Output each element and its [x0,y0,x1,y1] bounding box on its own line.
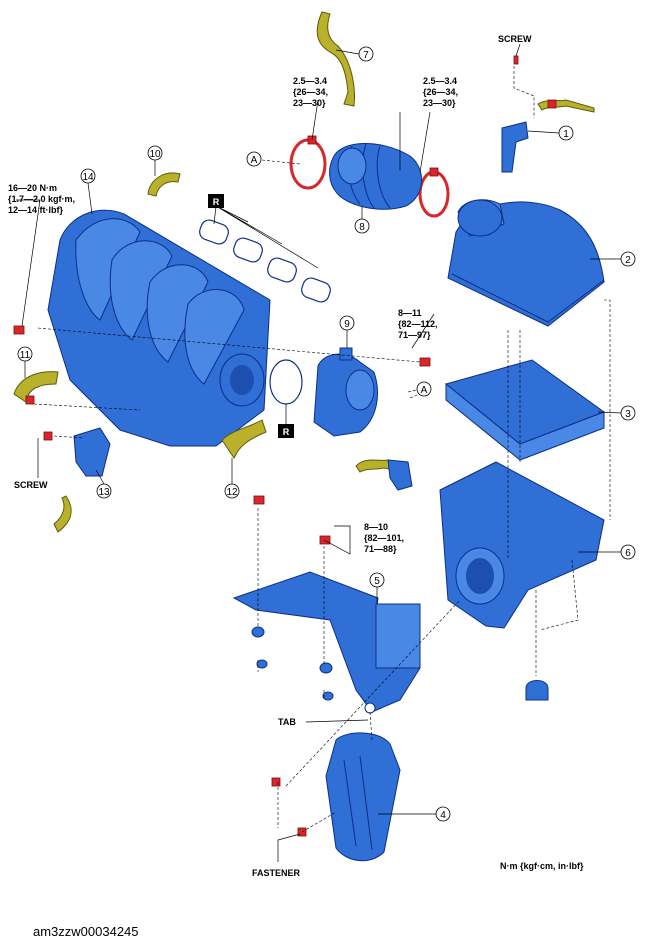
intake-manifold-14 [47,209,271,447]
svg-text:{1.7—2.0 kgf·m,: {1.7—2.0 kgf·m, [8,194,75,204]
bolts [13,325,431,545]
callout-7-text: 7 [363,50,369,61]
svg-text:12—14 ft·lbf}: 12—14 ft·lbf} [8,205,64,215]
clamp-left [289,135,327,190]
callout-6: 6 [578,544,636,560]
air-duct-5 [232,571,421,714]
svg-text:2.5—3.4: 2.5—3.4 [293,76,327,86]
callout-4-text: 4 [440,810,446,821]
sensor-13 [43,427,111,533]
label-screw-left: SCREW [14,480,48,490]
callout-11-text: 11 [20,350,31,361]
callout-12: 12 [224,458,240,499]
svg-text:71—97}: 71—97} [398,330,431,340]
air-cleaner-case-6 [439,461,605,701]
callout-9: 9 [339,315,355,348]
callout-5: 5 [369,572,385,604]
callout-8-text: 8 [359,222,365,233]
callout-9-text: 9 [344,319,350,330]
callout-13-text: 13 [98,487,110,498]
callout-11: 11 [17,346,33,378]
harness-connector [355,459,413,491]
resonator-4 [325,732,401,862]
callout-14-text: 14 [82,172,94,183]
callout-5-text: 5 [374,576,380,587]
manifold-gaskets [199,219,331,405]
air-cleaner-cover-2 [447,199,605,327]
svg-text:8—11: 8—11 [398,308,422,318]
callout-10: 10 [147,145,163,176]
callout-2-text: 2 [625,255,631,266]
callout-14: 14 [80,168,96,215]
callout-8: 8 [354,206,370,234]
torque-spec-3: 16—20 N·m {1.7—2.0 kgf·m, 12—14 ft·lbf} [8,183,75,215]
svg-text:2.5—3.4: 2.5—3.4 [423,76,457,86]
callout-13: 13 [95,469,112,499]
torque-spec-2: 2.5—3.4 {26—34, 23—30} [423,76,458,108]
ref-a-right: A [416,381,432,397]
ref-a-left: A [246,151,262,167]
hose-12 [221,419,267,460]
svg-text:23—30}: 23—30} [423,98,456,108]
svg-text:{82—112,: {82—112, [398,319,438,329]
callout-2: 2 [590,251,636,267]
callout-1: 1 [527,125,574,141]
svg-text:{26—34,: {26—34, [423,87,458,97]
label-tab: TAB [278,717,296,727]
svg-text:A: A [251,155,258,166]
label-fastener: FASTENER [252,868,301,878]
svg-text:{82—101,: {82—101, [364,533,404,543]
svg-text:8—10: 8—10 [364,522,388,532]
label-screw-top: SCREW [498,34,532,44]
svg-text:A: A [421,385,428,396]
callout-4: 4 [378,806,451,822]
clamp-right [418,167,450,218]
replace-badge-top: R [208,194,224,208]
callout-3: 3 [597,405,636,421]
callout-10-text: 10 [149,149,161,160]
label-unit: N·m {kgf·cm, in·lbf} [500,861,584,871]
callout-12-text: 12 [226,487,238,498]
filter-element-3 [444,359,606,461]
svg-text:R: R [213,197,220,207]
torque-spec-1: 2.5—3.4 {26—34, 23—30} [293,76,328,108]
hose-10 [147,172,181,197]
callout-6-text: 6 [625,548,631,559]
torque-spec-4: 8—11 {82—112, 71—97} [398,308,438,340]
fasteners [271,777,307,837]
callout-3-text: 3 [625,409,631,420]
callout-7: 7 [335,46,374,62]
throttle-body-9 [313,347,378,437]
svg-text:23—30}: 23—30} [293,98,326,108]
svg-text:R: R [283,427,290,437]
svg-text:16—20 N·m: 16—20 N·m [8,183,57,193]
svg-text:71—88}: 71—88} [364,544,397,554]
sensor-1 [501,55,595,173]
torque-spec-5: 8—10 {82—101, 71—88} [364,522,404,554]
figure-id: am3zzw00034245 [33,924,139,939]
replace-badge-bottom: R [278,424,294,438]
callout-1-text: 1 [563,129,569,140]
hose-11 [13,371,59,405]
leader-lines [16,43,611,862]
svg-text:{26—34,: {26—34, [293,87,328,97]
air-hose-8 [329,143,423,210]
hose-7 [316,11,355,107]
